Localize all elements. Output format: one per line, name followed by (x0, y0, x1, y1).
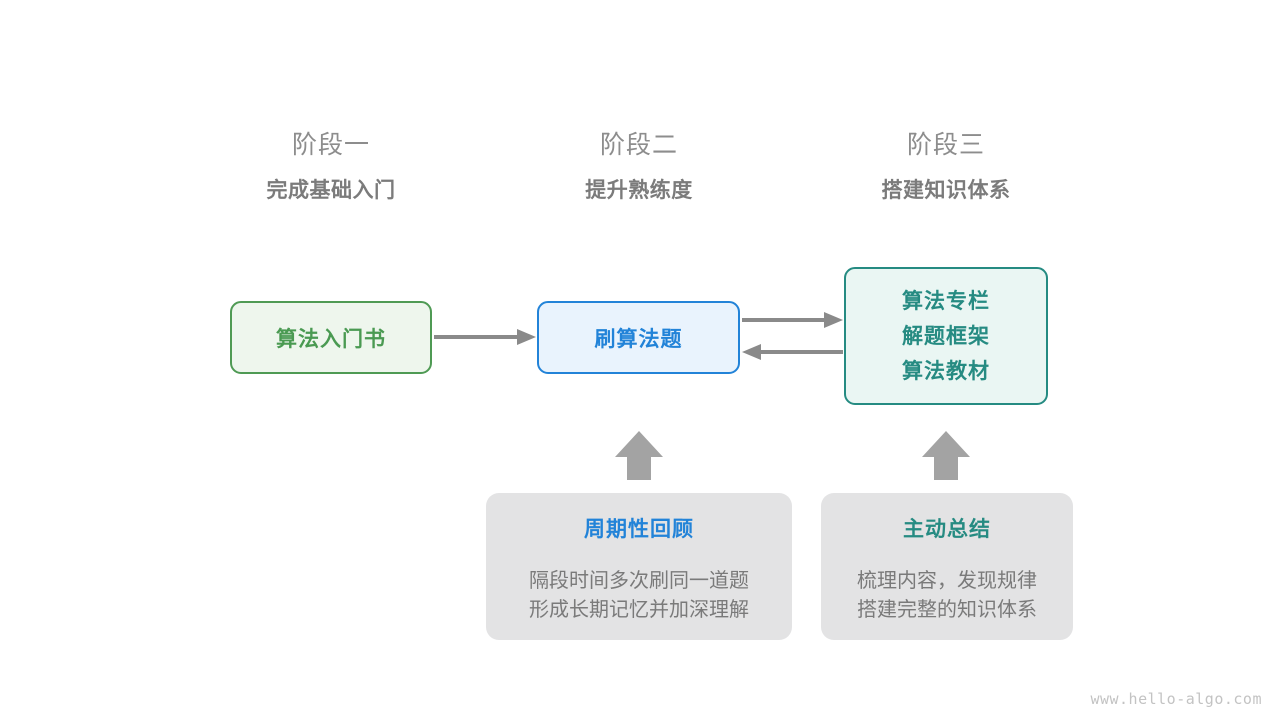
stage-column-2: 阶段二 提升熟练度 (519, 128, 759, 207)
stage-3-subtitle: 搭建知识体系 (881, 179, 1011, 202)
note-summary-body: 梳理内容，发现规律 搭建完整的知识体系 (857, 567, 1037, 625)
node-system-line-3: 算法教材 (902, 359, 990, 383)
node-algorithm-intro-book[interactable]: 算法入门书 (230, 301, 432, 374)
note-review-title: 周期性回顾 (584, 518, 694, 541)
block-arrow-summary-to-system (922, 431, 970, 480)
stage-3-title: 阶段三 (906, 131, 985, 159)
node-knowledge-system[interactable]: 算法专栏 解题框架 算法教材 (844, 267, 1048, 405)
note-summary-line-2: 搭建完整的知识体系 (857, 599, 1037, 621)
note-review-line-1: 隔段时间多次刷同一道题 (529, 570, 749, 592)
note-review-body: 隔段时间多次刷同一道题 形成长期记忆并加深理解 (529, 567, 749, 625)
stage-2-subtitle: 提升熟练度 (585, 179, 693, 202)
block-arrow-review-to-practice (615, 431, 663, 480)
note-summary-title: 主动总结 (903, 518, 991, 541)
note-periodic-review[interactable]: 周期性回顾 隔段时间多次刷同一道题 形成长期记忆并加深理解 (486, 493, 792, 640)
node-system-line-2: 解题框架 (902, 324, 990, 348)
arrow-system-to-practice (742, 344, 843, 360)
node-practice-problems[interactable]: 刷算法题 (537, 301, 740, 374)
stage-1-title: 阶段一 (291, 131, 370, 159)
stage-column-3: 阶段三 搭建知识体系 (826, 128, 1066, 207)
note-review-line-2: 形成长期记忆并加深理解 (529, 599, 749, 621)
node-book-label: 算法入门书 (276, 327, 386, 351)
arrow-practice-to-system (742, 312, 843, 328)
node-system-line-1: 算法专栏 (902, 289, 990, 313)
arrow-book-to-practice (434, 329, 536, 345)
node-practice-label: 刷算法题 (594, 327, 683, 351)
note-summary-line-1: 梳理内容，发现规律 (857, 570, 1037, 592)
stage-column-1: 阶段一 完成基础入门 (211, 128, 451, 207)
note-active-summary[interactable]: 主动总结 梳理内容，发现规律 搭建完整的知识体系 (821, 493, 1073, 640)
stage-2-title: 阶段二 (599, 131, 678, 159)
stage-1-subtitle: 完成基础入门 (266, 179, 396, 202)
watermark: www.hello-algo.com (1090, 690, 1262, 708)
